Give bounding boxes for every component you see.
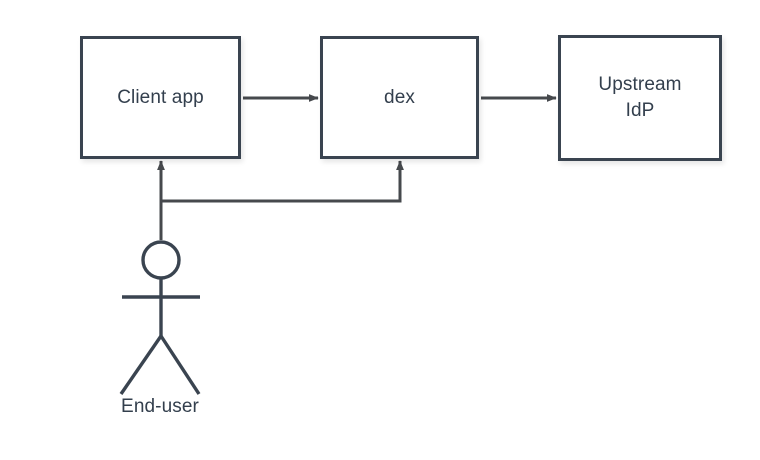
node-dex-label: dex	[384, 86, 415, 108]
end-user-label: End-user	[121, 396, 199, 417]
node-upstream-idp-label-line2: IdP	[625, 100, 655, 121]
edge-line	[161, 160, 404, 203]
actor-head-icon	[141, 240, 181, 280]
actor-leg-left	[119, 335, 163, 395]
node-dex[interactable]: dex	[320, 36, 479, 159]
node-client-app[interactable]: Client app	[80, 36, 241, 159]
actor-leg-right	[159, 335, 201, 395]
node-client-app-label: Client app	[117, 86, 204, 108]
node-upstream-idp[interactable]: Upstream IdP	[558, 35, 722, 161]
node-upstream-idp-label-line1: Upstream	[598, 74, 682, 96]
node-upstream-idp-label: Upstream IdP	[561, 72, 719, 123]
end-user-actor[interactable]	[119, 240, 201, 395]
edge-end-user-to-dex	[161, 160, 404, 203]
